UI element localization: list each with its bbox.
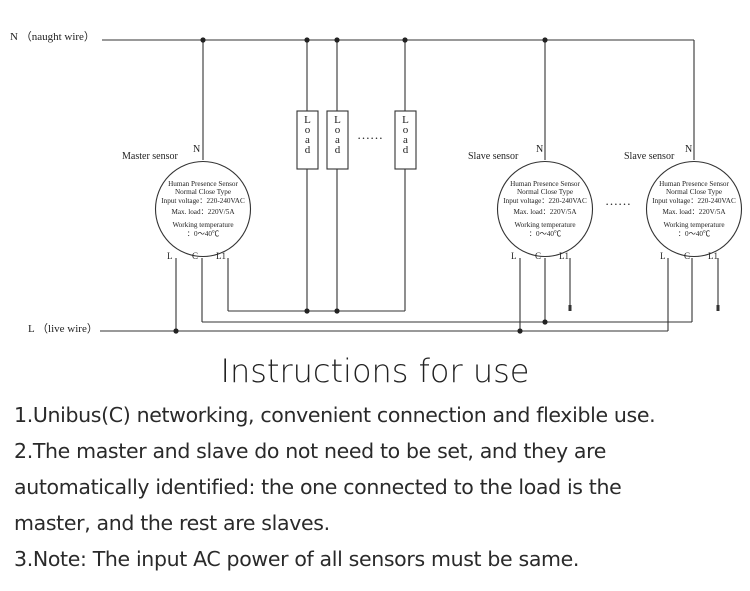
neutral-wire-label: N （naught wire） <box>10 30 95 43</box>
sensor-name: Human Presence Sensor <box>510 180 580 188</box>
open-terminal-ends <box>568 305 720 311</box>
sensor-max-load: Max. load：220V/5A <box>171 208 235 216</box>
slave-sensor-1: Slave sensor N Human Presence Sensor Nor… <box>468 144 594 261</box>
terminal-l: L <box>167 251 173 261</box>
sensor-max-load: Max. load：220V/5A <box>662 208 726 216</box>
terminal-l1: L1 <box>216 251 226 261</box>
sensor-role-label: Slave sensor <box>624 151 675 162</box>
master-sensor: Master sensor N Human Presence Sensor No… <box>122 144 252 261</box>
terminal-c: C <box>535 251 541 261</box>
junction-dots <box>173 37 548 334</box>
slave-sensor-2: Slave sensor N Human Presence Sensor Nor… <box>624 144 743 261</box>
terminal-n: N <box>193 144 200 155</box>
sensor-type: Normal Close Type <box>175 188 231 196</box>
sensor-type: Normal Close Type <box>666 188 722 196</box>
sensor-temp-label: Working temperature <box>663 221 724 229</box>
instruction-line-1: 1.Unibus(C) networking, convenient conne… <box>14 403 656 427</box>
terminal-n: N <box>536 144 543 155</box>
instructions-title: Instructions for use <box>220 352 530 390</box>
sensor-temp-label: Working temperature <box>514 221 575 229</box>
sensor-voltage: Input voltage：220-240VAC <box>161 197 245 205</box>
sensor-role-label: Slave sensor <box>468 151 519 162</box>
terminal-l: L <box>511 251 517 261</box>
sensor-name: Human Presence Sensor <box>659 180 729 188</box>
sensor-temp-value: ：0～40℃ <box>678 230 710 238</box>
sensor-type: Normal Close Type <box>517 188 573 196</box>
terminal-l1: L1 <box>708 251 718 261</box>
sensor-max-load: Max. load：220V/5A <box>513 208 577 216</box>
terminal-n: N <box>685 144 692 155</box>
sensor-role-label: Master sensor <box>122 151 178 162</box>
instruction-line-3: automatically identified: the one connec… <box>14 475 622 499</box>
sensor-name: Human Presence Sensor <box>168 180 238 188</box>
instruction-line-5: 3.Note: The input AC power of all sensor… <box>14 547 580 571</box>
sensor-voltage: Input voltage：220-240VAC <box>503 197 587 205</box>
terminal-c: C <box>192 251 198 261</box>
sensor-temp-value: ：0～40℃ <box>529 230 561 238</box>
instruction-line-2: 2.The master and slave do not need to be… <box>14 439 607 463</box>
sensor-temp-label: Working temperature <box>172 221 233 229</box>
instruction-line-4: master, and the rest are slaves. <box>14 511 330 535</box>
sensors-ellipsis: …… <box>605 193 631 208</box>
terminal-l1: L1 <box>559 251 569 261</box>
sensor-voltage: Input voltage：220-240VAC <box>652 197 736 205</box>
sensor-temp-value: ：0～40℃ <box>187 230 219 238</box>
terminal-c: C <box>684 251 690 261</box>
terminal-l: L <box>660 251 666 261</box>
loads-ellipsis: …… <box>357 127 383 142</box>
live-wire-label: L （live wire） <box>28 322 98 335</box>
